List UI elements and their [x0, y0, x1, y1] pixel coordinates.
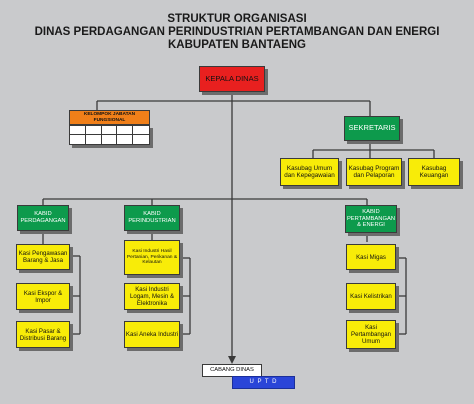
- kabid-pertambangan-box: KABID PERTAMBANGAN & ENERGI: [345, 205, 397, 233]
- kasi-industri-hasil-box: Kasi Industri Hasil Pertanian, Perikanan…: [124, 240, 180, 275]
- cabang-dinas-label: CABANG DINAS: [210, 367, 254, 374]
- sekretaris-label: SEKRETARIS: [348, 123, 396, 133]
- kepala-dinas-box: KEPALA DINAS: [199, 66, 265, 92]
- chart-title-line-2: DINAS PERDAGANGAN PERINDUSTRIAN PERTAMBA…: [34, 26, 440, 38]
- kasi-industri-logam-box: Kasi Industri Logam, Mesin & Elektronika: [124, 283, 180, 310]
- kasi-industri-logam-label: Kasi Industri Logam, Mesin & Elektronika: [129, 286, 175, 307]
- kasubag-program-label: Kasubag Program dan Pelaporan: [348, 164, 400, 179]
- arrow-to-cabang-dinas: [228, 356, 236, 364]
- kabid-perdagangan-box: KABID PERDAGANGAN: [17, 205, 69, 231]
- kasubag-program-box: Kasubag Program dan Pelaporan: [346, 158, 402, 186]
- kepala-dinas-label: KEPALA DINAS: [205, 73, 259, 83]
- jabatan-fungsional-table: [69, 125, 150, 145]
- kasubag-umum-box: Kasubag Umum dan Kepegawaian: [280, 158, 339, 186]
- kasi-migas-box: Kasi Migas: [346, 244, 396, 270]
- kasi-aneka-box: Kasi Aneka Industri: [124, 321, 180, 348]
- kasi-pertambangan-umum-label: Kasi Pertambangan Umum: [351, 324, 391, 345]
- jabatan-fungsional-box: KELOMPOK JABATAN FUNGSIONAL: [69, 110, 150, 125]
- kasubag-umum-label: Kasubag Umum dan Kepegawaian: [284, 164, 335, 179]
- uptd-label: U P T D: [249, 379, 278, 386]
- kasi-aneka-label: Kasi Aneka Industri: [125, 331, 179, 338]
- kasi-kelistrikan-label: Kasi Kelistrikan: [350, 293, 392, 300]
- kasi-pasar-label: Kasi Pasar & Distribusi Barang: [19, 327, 67, 342]
- kasubag-keuangan-box: Kasubag Keuangan: [408, 158, 460, 186]
- chart-title-line-3: KABUPATEN BANTAENG: [168, 39, 306, 51]
- kasi-pertambangan-umum-box: Kasi Pertambangan Umum: [346, 320, 396, 349]
- kasi-pengawasan-label: Kasi Pengawasan Barang & Jasa: [18, 250, 68, 264]
- kasi-industri-hasil-label: Kasi Industri Hasil Pertanian, Perikanan…: [126, 249, 178, 266]
- chart-title-line-1: STRUKTUR ORGANISASI: [167, 13, 307, 25]
- sekretaris-box: SEKRETARIS: [344, 116, 400, 141]
- kasubag-keuangan-label: Kasubag Keuangan: [419, 164, 449, 179]
- kabid-perindustrian-box: KABID PERINDUSTRIAN: [124, 205, 180, 231]
- kasi-ekspor-label: Kasi Ekspor & Impor: [23, 289, 63, 304]
- uptd-box: U P T D: [232, 376, 295, 389]
- kasi-pengawasan-box: Kasi Pengawasan Barang & Jasa: [16, 244, 70, 270]
- kasi-migas-label: Kasi Migas: [356, 253, 386, 261]
- kabid-perindustrian-label: KABID PERINDUSTRIAN: [128, 211, 176, 224]
- kasi-ekspor-box: Kasi Ekspor & Impor: [16, 283, 70, 310]
- kasi-pasar-box: Kasi Pasar & Distribusi Barang: [16, 321, 70, 348]
- jabatan-fungsional-label: KELOMPOK JABATAN FUNGSIONAL: [83, 111, 136, 123]
- kabid-perdagangan-label: KABID PERDAGANGAN: [20, 211, 66, 224]
- kabid-pertambangan-label: KABID PERTAMBANGAN & ENERGI: [346, 209, 396, 229]
- kasi-kelistrikan-box: Kasi Kelistrikan: [346, 283, 396, 310]
